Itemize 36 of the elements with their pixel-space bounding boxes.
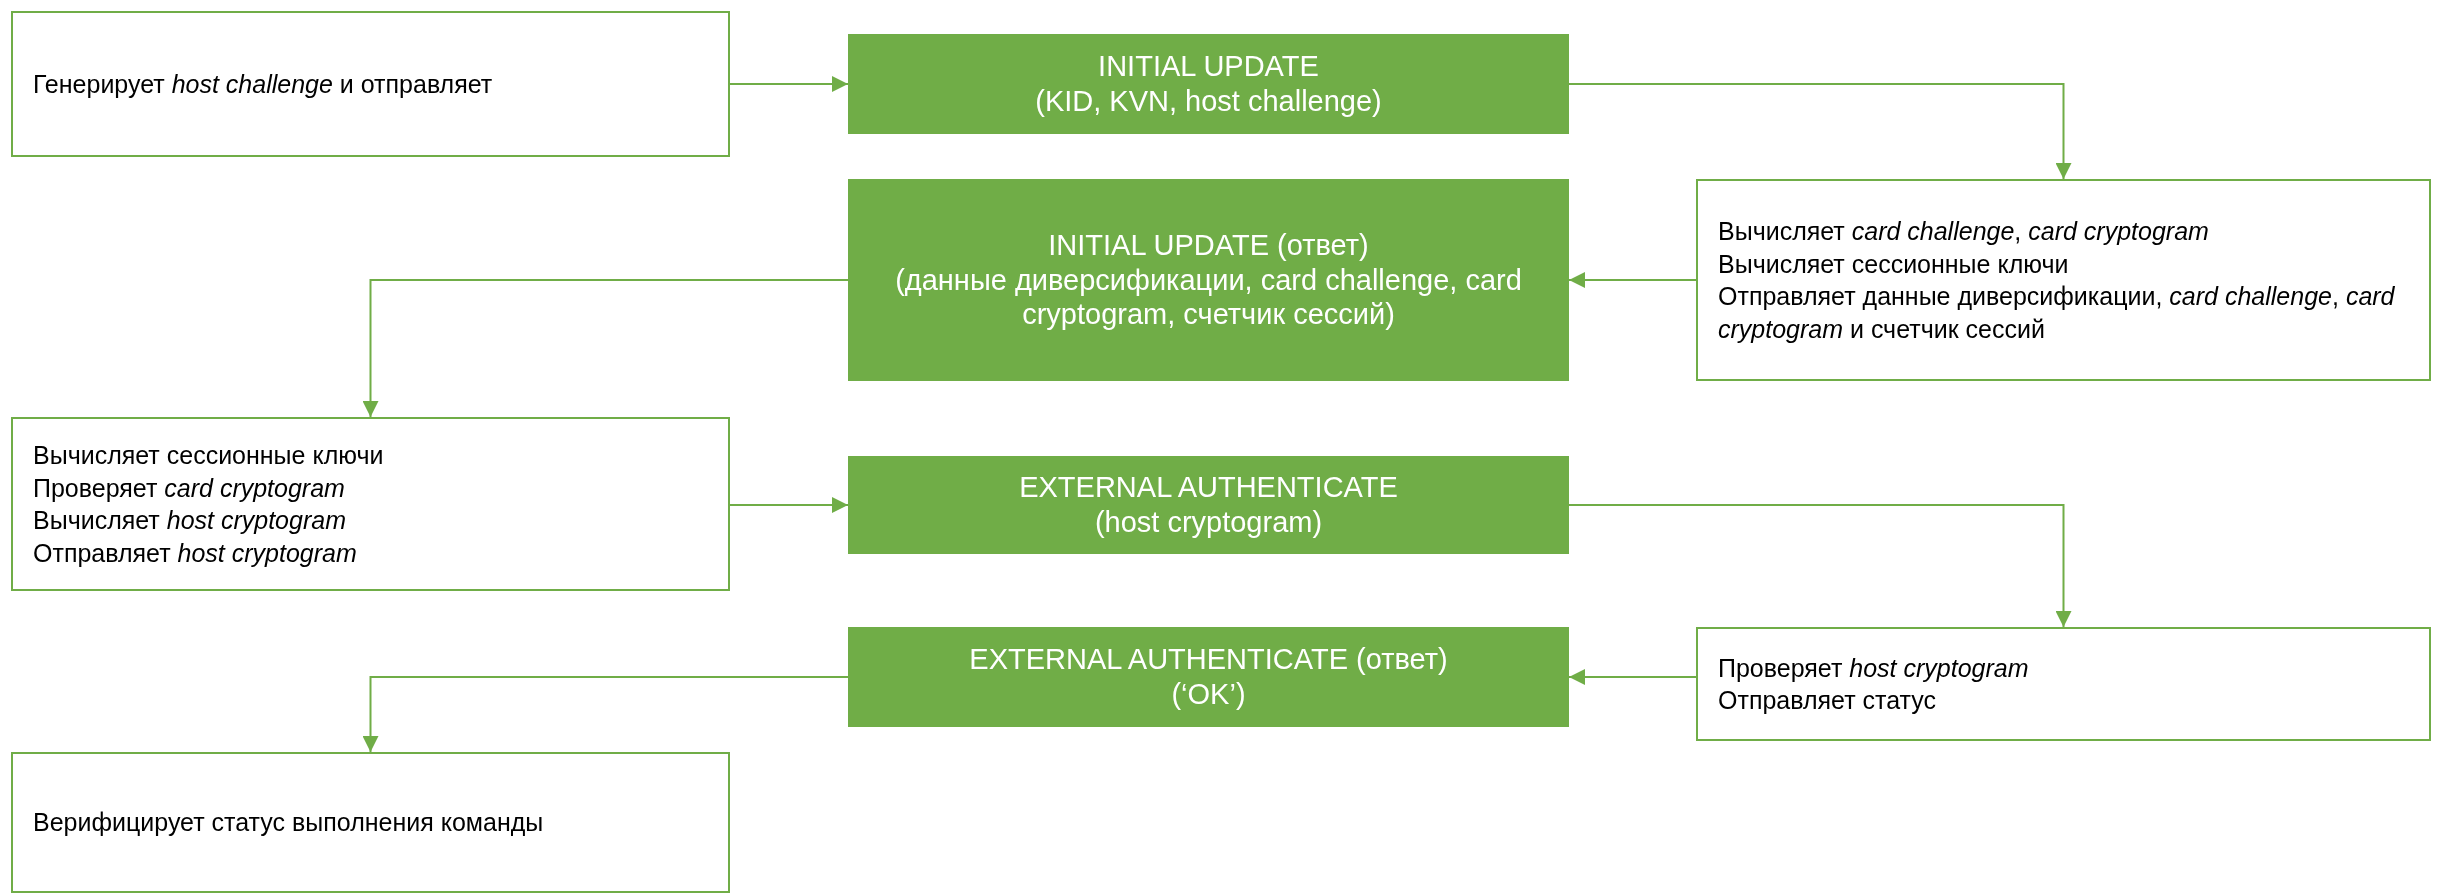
command-text: INITIAL UPDATE (ответ) xyxy=(1048,227,1369,263)
step-box xyxy=(11,11,730,157)
command-text: (данные диверсификации, card challenge, card cryptogram, счетчик сессий) xyxy=(894,262,1523,333)
command-box xyxy=(848,34,1569,134)
step-text: Вычисляет сессионные ключи xyxy=(33,440,385,471)
arrow xyxy=(1568,83,2072,180)
arrow xyxy=(729,76,849,92)
command-text: EXTERNAL AUTHENTICATE (ответ) xyxy=(969,642,1448,677)
step-text: Отправляет данные диверсификации, card challenge, card cryptogram и счетчик сессий xyxy=(1718,281,2396,345)
step-text: Проверяет card cryptogram xyxy=(33,472,346,504)
step-box xyxy=(1696,627,2431,741)
step-text: Вычисляет card challenge, card cryptogram xyxy=(1718,216,2210,247)
command-text: EXTERNAL AUTHENTICATE xyxy=(1019,470,1398,505)
step-box xyxy=(11,752,730,893)
step-box xyxy=(11,417,730,591)
step-text: Отправляет host cryptogram xyxy=(33,537,358,569)
step-text: Вычисляет сессионные ключи xyxy=(1718,248,2070,280)
command-box xyxy=(848,179,1569,381)
arrow xyxy=(1568,504,2072,628)
step-text: Верифицирует статус выполнения команды xyxy=(33,807,545,839)
arrow xyxy=(362,279,849,418)
command-box xyxy=(848,627,1569,727)
arrow xyxy=(362,676,849,753)
command-box xyxy=(848,456,1569,554)
step-text: Отправляет статус xyxy=(1718,685,1938,716)
step-text: Проверяет host cryptogram xyxy=(1718,652,2030,684)
arrow xyxy=(729,497,849,513)
command-text: (KID, KVN, host challenge) xyxy=(1035,84,1382,119)
step-box xyxy=(1696,179,2431,381)
step-text: Генерирует host challenge и отправляет xyxy=(33,68,494,100)
arrow xyxy=(1568,669,1697,685)
command-text: INITIAL UPDATE xyxy=(1098,49,1319,84)
command-text: (host cryptogram) xyxy=(1094,505,1323,540)
step-text: Вычисляет host cryptogram xyxy=(33,505,347,536)
arrow xyxy=(1568,272,1697,288)
command-text: (‘OK’) xyxy=(1171,677,1246,712)
